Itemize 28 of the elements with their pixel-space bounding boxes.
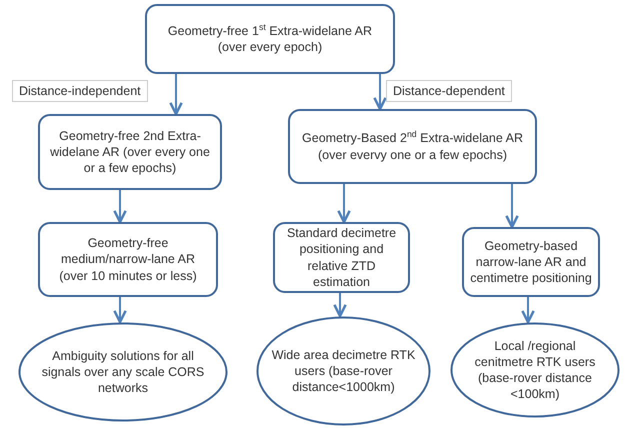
- process-box: [145, 4, 395, 74]
- node-text: Ambiguity solutions for all signals over any scale CORS networks: [40, 348, 206, 396]
- arrow: [333, 293, 347, 318]
- node-text: Geometry-free 2nd Extra-widelane AR (over every one or a few epochs): [49, 128, 211, 176]
- node-text: Local /regional cenitmetre RTK users (base-rover distance <100km): [474, 338, 596, 402]
- process-box: [288, 109, 537, 184]
- outcome-ellipse: [450, 322, 620, 418]
- arrow: [505, 184, 519, 228]
- arrow: [169, 74, 183, 116]
- arrow: [521, 297, 535, 324]
- node-text: Standard decimetre positioning and relative ZTD estimation: [286, 225, 398, 290]
- node-text: Geometry-free medium/narrow-lane AR (over 10 minutes or less): [58, 235, 198, 284]
- process-box: [38, 222, 218, 297]
- edge-label: Distance-dependent: [386, 80, 512, 102]
- process-box: [38, 114, 222, 190]
- arrow: [113, 190, 127, 224]
- arrow: [337, 184, 351, 224]
- node-text: Geometry-Based 2$^{nd}$ Extra-widelane AR (over evervy one or a few epochs): [301, 130, 524, 163]
- arrow: [113, 297, 127, 324]
- process-box: [462, 227, 600, 297]
- node-text: Geometry-based narrow-lane AR and centimetre positioning: [469, 238, 593, 286]
- arrow: [373, 74, 387, 110]
- node-text: Geometry-free 1$^{st}$ Extra-widelane AR (over every epoch): [166, 22, 374, 56]
- node-text: Wide area decimetre RTK users (base-rover distance<1000km): [270, 346, 416, 396]
- edge-label: Distance-independent: [12, 80, 148, 102]
- outcome-ellipse: [256, 316, 431, 426]
- process-box: [273, 222, 410, 293]
- outcome-ellipse: [18, 322, 228, 422]
